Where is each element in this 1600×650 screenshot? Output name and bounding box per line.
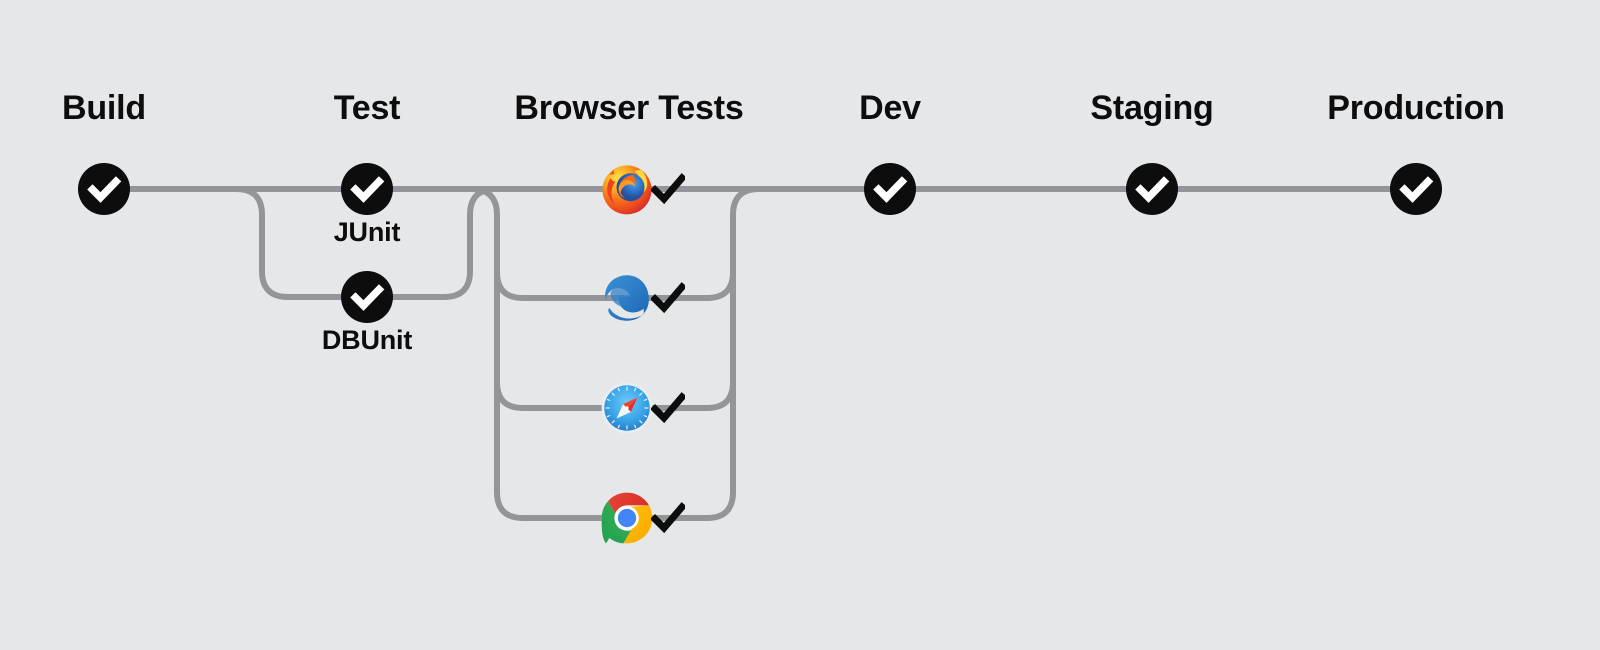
stage-title-staging: Staging [1090, 89, 1214, 127]
node-label-junit: JUnit [333, 217, 401, 247]
safari-icon[interactable] [599, 380, 655, 436]
firefox-icon[interactable] [599, 161, 655, 217]
chrome-icon[interactable] [599, 490, 655, 546]
safari-check-icon [651, 392, 685, 426]
node-staging-check-icon[interactable] [1126, 163, 1178, 215]
edge-check-icon [651, 282, 685, 316]
stage-title-production: Production [1327, 89, 1505, 127]
stage-title-build: Build [62, 89, 146, 127]
chrome-check-icon [651, 502, 685, 536]
node-production-check-icon[interactable] [1390, 163, 1442, 215]
edge-icon[interactable] [599, 270, 655, 326]
node-junit-check-icon[interactable] [341, 163, 393, 215]
firefox-check-icon [651, 173, 685, 207]
stage-title-dev: Dev [859, 89, 921, 127]
node-build-check-icon[interactable] [78, 163, 130, 215]
stage-title-browser-tests: Browser Tests [514, 89, 744, 127]
connector-browser-merge-trunk [730, 186, 762, 495]
stage-title-test: Test [333, 89, 401, 127]
connector-browser-split-trunk [468, 186, 500, 495]
node-label-dbunit: DBUnit [321, 325, 413, 355]
node-dev-check-icon[interactable] [864, 163, 916, 215]
node-dbunit-check-icon[interactable] [341, 271, 393, 323]
